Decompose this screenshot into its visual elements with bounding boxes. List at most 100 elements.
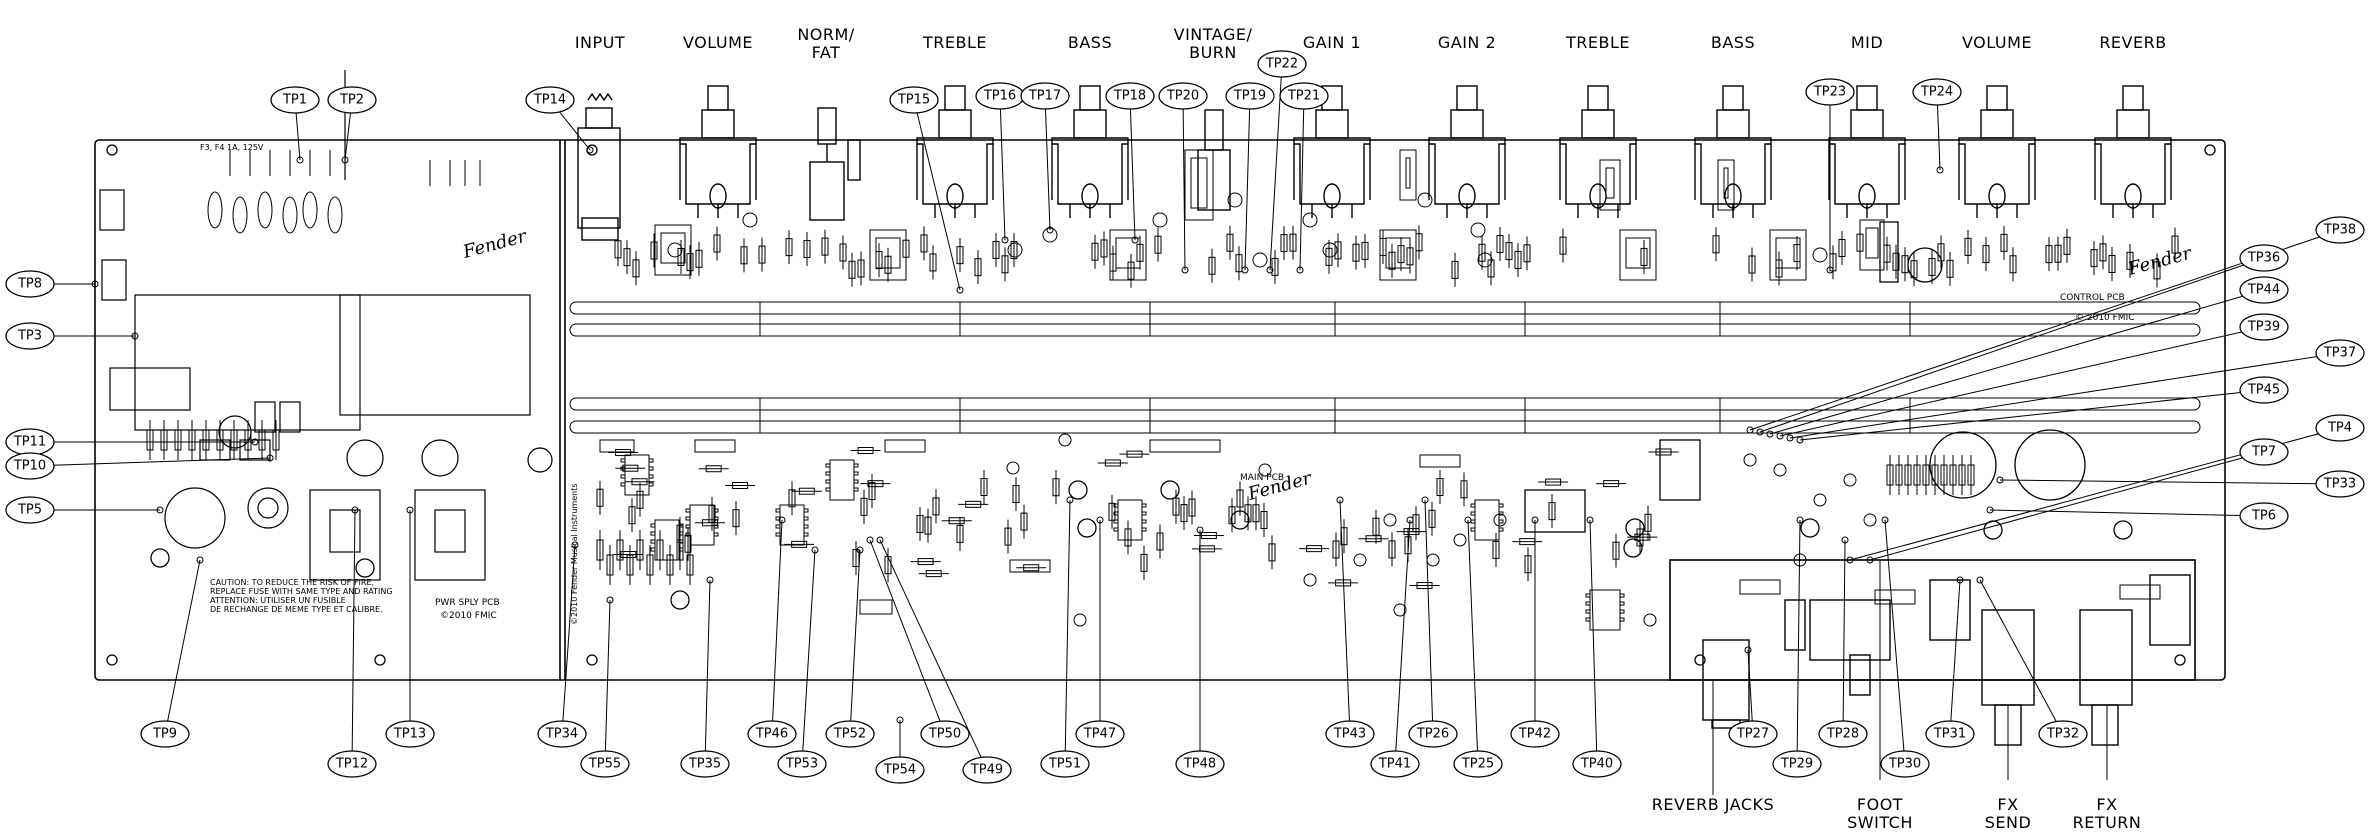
svg-text:TP29: TP29 — [1780, 757, 1813, 772]
probe-tp43 — [1336, 496, 1344, 504]
probe-tp1 — [296, 156, 304, 164]
test-point-tp14: TP14 — [525, 86, 575, 114]
probe-tp11 — [251, 438, 259, 446]
leader-tp17 — [1044, 95, 1051, 231]
caution-line-1: CAUTION: TO REDUCE THE RISK OF FIRE, — [210, 578, 374, 587]
caution-line-2: REPLACE FUSE WITH SAME TYPE AND RATING — [210, 587, 393, 596]
leader-tp30 — [1884, 519, 1906, 765]
pot-bass2 — [1694, 85, 1772, 218]
leader-tp50 — [869, 539, 946, 735]
reverb-fx-pcb — [1669, 559, 2196, 681]
svg-text:TP10: TP10 — [13, 459, 46, 474]
probe-tp7 — [1866, 556, 1874, 564]
svg-text:TP47: TP47 — [1083, 727, 1116, 742]
probe-tp44 — [1766, 430, 1774, 438]
probe-tp50 — [866, 536, 874, 544]
test-point-tp45: TP45 — [2239, 376, 2289, 404]
svg-text:TP53: TP53 — [785, 757, 818, 772]
probe-tp55 — [606, 596, 614, 604]
probe-tp35 — [706, 576, 714, 584]
svg-text:TP54: TP54 — [883, 763, 916, 778]
probe-tp6 — [1986, 506, 1994, 514]
probe-tp9 — [196, 556, 204, 564]
svg-text:TP2: TP2 — [339, 93, 364, 108]
bottom-label-fx-send: SEND — [1985, 813, 2032, 832]
svg-text:TP34: TP34 — [545, 727, 578, 742]
leader-tp34 — [561, 544, 576, 735]
test-point-tp30: TP30 — [1880, 750, 1930, 778]
probe-tp41 — [1406, 516, 1414, 524]
svg-text:TP27: TP27 — [1736, 727, 1769, 742]
pot-volume2 — [1958, 85, 2036, 218]
leader-tp10 — [29, 457, 271, 467]
svg-text:TP40: TP40 — [1580, 757, 1613, 772]
svg-text:TP28: TP28 — [1826, 727, 1859, 742]
probe-tp15 — [956, 286, 964, 294]
test-point-tp37: TP37 — [2315, 339, 2365, 367]
svg-text:TP13: TP13 — [393, 727, 426, 742]
probe-tp30 — [1881, 516, 1889, 524]
probe-tp4 — [1846, 556, 1854, 564]
leader-tp41 — [1394, 519, 1411, 765]
test-point-tp40: TP40 — [1572, 750, 1622, 778]
control-label-mid: MID — [1851, 33, 1883, 52]
test-point-tp16: TP16 — [975, 82, 1025, 110]
control-pcb-label: CONTROL PCB — [2060, 293, 2125, 303]
test-point-tp54: TP54 — [875, 756, 925, 784]
leader-tp19 — [1244, 95, 1251, 271]
control-label-normfat: NORM/ — [797, 25, 854, 44]
leader-tp53 — [801, 549, 816, 765]
test-point-tp1: TP1 — [270, 86, 320, 114]
leader-tp46 — [771, 519, 783, 735]
probe-tp40 — [1586, 516, 1594, 524]
test-point-tp32: TP32 — [2038, 720, 2088, 748]
test-point-tp43: TP43 — [1325, 720, 1375, 748]
svg-text:TP6: TP6 — [2251, 509, 2276, 524]
probe-tp14 — [586, 146, 594, 154]
test-point-tp11: TP11 — [5, 428, 55, 456]
test-point-tp27: TP27 — [1728, 720, 1778, 748]
bottom-label-fx-return: RETURN — [2073, 813, 2142, 832]
test-point-tp34: TP34 — [537, 720, 587, 748]
probe-tp16 — [1001, 236, 1009, 244]
probe-tp12 — [351, 506, 359, 514]
test-point-tp7: TP7 — [2239, 438, 2289, 466]
probe-tp39 — [1776, 432, 1784, 440]
test-point-tp29: TP29 — [1772, 750, 1822, 778]
leader-tp12 — [351, 509, 356, 765]
svg-text:TP31: TP31 — [1933, 727, 1966, 742]
pot-gain1 — [1293, 85, 1371, 218]
leader-tp51 — [1064, 499, 1071, 765]
probe-tp20 — [1181, 266, 1189, 274]
pot-treble2 — [1559, 85, 1637, 218]
test-point-tp8: TP8 — [5, 270, 55, 298]
probe-tp23 — [1826, 266, 1834, 274]
test-point-tp35: TP35 — [680, 750, 730, 778]
test-point-tp9: TP9 — [140, 720, 190, 748]
control-label-reverb: REVERB — [2099, 33, 2166, 52]
vertical-brand-text: ©2010 Fender Musical Instruments — [570, 483, 579, 625]
mounting-holes — [106, 144, 2216, 666]
probe-tp27 — [1744, 646, 1752, 654]
probe-tp13 — [406, 506, 414, 514]
probe-tp38 — [1746, 426, 1754, 434]
probe-tp46 — [778, 516, 786, 524]
filter-caps — [1524, 221, 2086, 533]
svg-text:TP22: TP22 — [1265, 57, 1298, 72]
fuse-note: F3, F4 1A, 125V — [200, 143, 264, 152]
probe-tp51 — [1066, 496, 1074, 504]
svg-text:TP23: TP23 — [1813, 85, 1846, 100]
leader-tp15 — [913, 99, 961, 291]
probe-tp21 — [1296, 266, 1304, 274]
svg-text:TP16: TP16 — [983, 89, 1016, 104]
test-point-tp28: TP28 — [1818, 720, 1868, 748]
bottom-label-reverb-jacks: REVERB JACKS — [1652, 795, 1774, 814]
leader-tp45 — [1799, 389, 2265, 441]
control-label-gain1: GAIN 1 — [1303, 33, 1361, 52]
svg-text:TP35: TP35 — [688, 757, 721, 772]
control-label-vintage: BURN — [1189, 43, 1237, 62]
probe-tp52 — [856, 546, 864, 554]
test-point-tp2: TP2 — [327, 86, 377, 114]
